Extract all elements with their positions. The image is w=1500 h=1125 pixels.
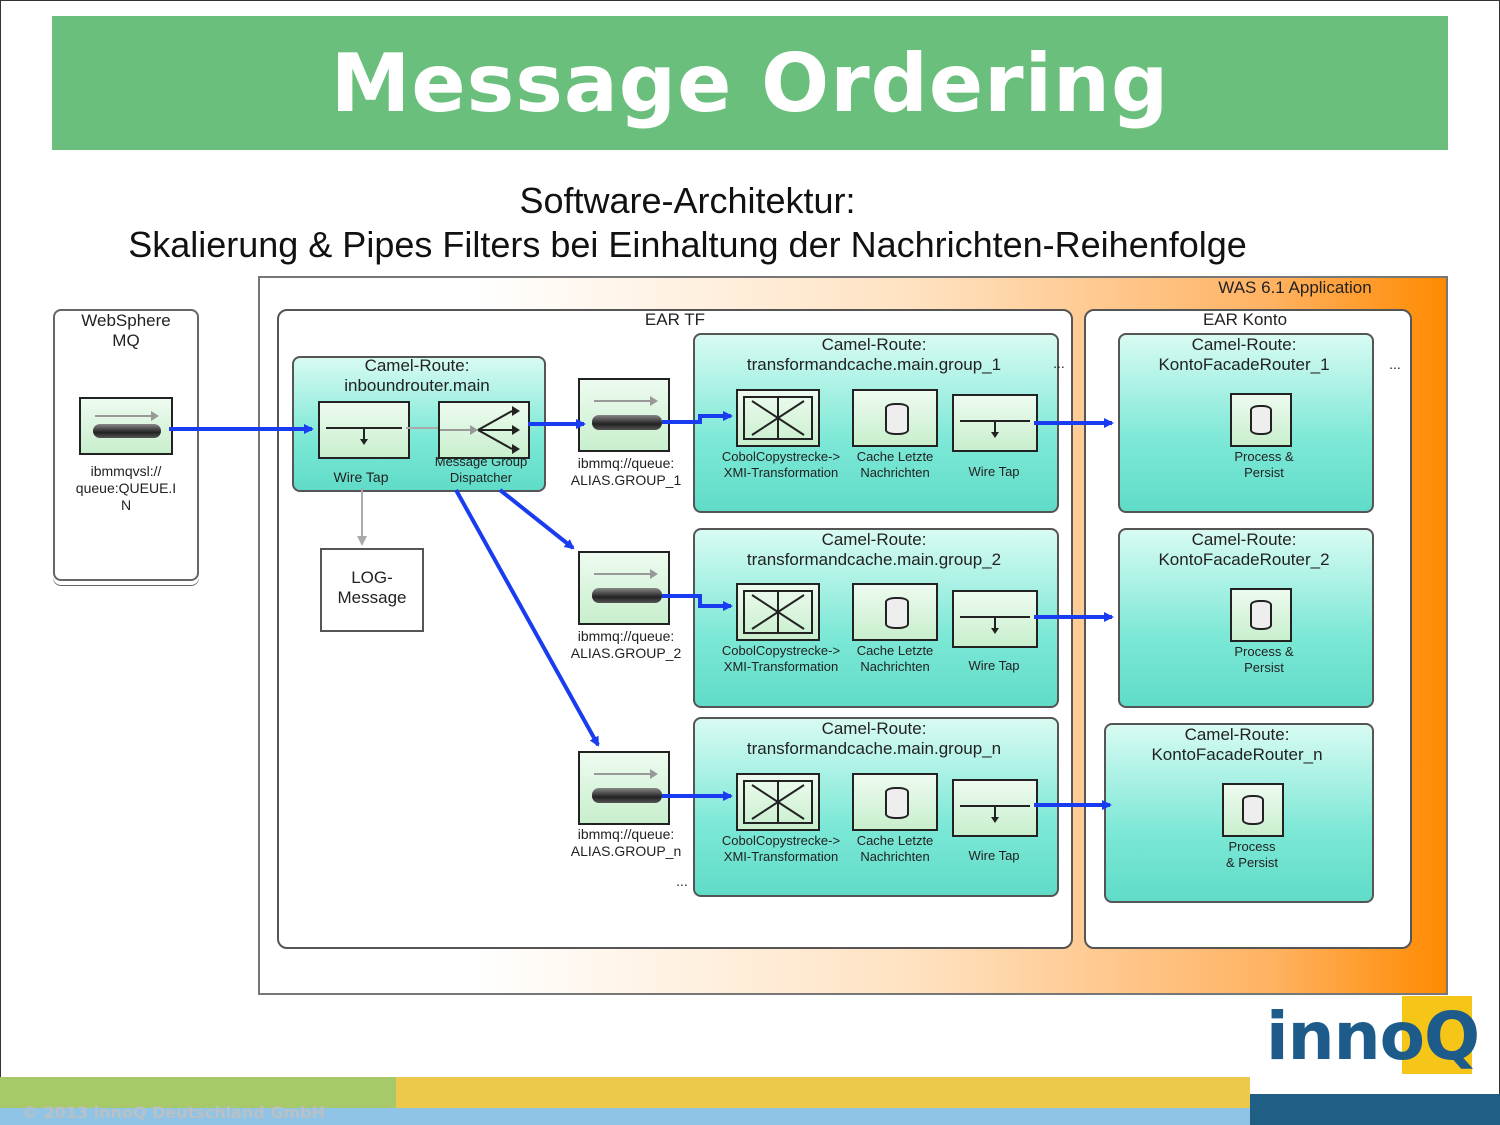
queue-ellipsis: ... xyxy=(676,873,688,889)
konto-router-2-title: Camel-Route: KontoFacadeRouter_2 xyxy=(1158,530,1330,570)
ear-konto-label: EAR Konto xyxy=(1202,310,1288,329)
title-bar: Message Ordering xyxy=(52,16,1448,150)
cache-database-icon xyxy=(852,773,938,831)
wire-tap-icon xyxy=(952,590,1038,648)
websphere-title-line-2: MQ xyxy=(112,331,140,351)
transform-icon xyxy=(736,773,820,831)
persist-database-icon xyxy=(1230,588,1292,642)
slide-title: Message Ordering xyxy=(330,36,1170,130)
wire-tap-icon xyxy=(318,401,410,459)
cache-label: Cache Letzte Nachrichten xyxy=(856,449,934,480)
persist-database-icon xyxy=(1230,393,1292,447)
tf-route-group-1-title: Camel-Route: transformandcache.main.grou… xyxy=(746,335,1002,375)
queue-group-n-label: ibmmq://queue: ALIAS.GROUP_n xyxy=(570,826,682,859)
transform-icon xyxy=(736,389,820,447)
queue-icon xyxy=(79,397,173,455)
inbound-router-title: Camel-Route: inboundrouter.main xyxy=(344,356,490,396)
konto-ellipsis: ... xyxy=(1389,356,1401,372)
logo-yellow-square xyxy=(1402,996,1472,1074)
footer-bar-yellow xyxy=(396,1077,1250,1108)
footer-bar-dark-blue xyxy=(1250,1094,1500,1125)
queue-group-2-icon xyxy=(578,551,670,625)
cache-label: Cache Letzte Nachrichten xyxy=(856,833,934,864)
transform-label: CobolCopystrecke-> XMI-Transformation xyxy=(721,643,841,674)
websphere-title-line-1: WebSphere xyxy=(81,311,171,330)
tf-wiretap-label: Wire Tap xyxy=(968,464,1020,479)
queue-group-1-label: ibmmq://queue: ALIAS.GROUP_1 xyxy=(570,455,682,488)
subtitle-line-2: Skalierung & Pipes Filters bei Einhaltun… xyxy=(128,224,1247,265)
tf-wiretap-label: Wire Tap xyxy=(968,848,1020,863)
log-message-box xyxy=(320,548,424,632)
transform-label: CobolCopystrecke-> XMI-Transformation xyxy=(721,833,841,864)
subtitle-line-1: Software-Architektur: xyxy=(519,180,856,221)
cache-label: Cache Letzte Nachrichten xyxy=(856,643,934,674)
websphere-queue-label: ibmmqvsl:// queue:QUEUE.I N xyxy=(75,463,177,513)
queue-group-n-icon xyxy=(578,751,670,825)
konto-router-1-title: Camel-Route: KontoFacadeRouter_1 xyxy=(1158,335,1330,375)
ear-tf-label: EAR TF xyxy=(644,310,706,329)
tf-route-group-2-title: Camel-Route: transformandcache.main.grou… xyxy=(746,530,1002,570)
log-message-label: LOG- Message xyxy=(337,568,407,608)
footer-bar-green xyxy=(0,1077,396,1108)
tf-route-group-n-title: Camel-Route: transformandcache.main.grou… xyxy=(746,719,1002,759)
inbound-wiretap-label: Wire Tap xyxy=(333,469,389,485)
transform-icon xyxy=(736,583,820,641)
tf-route-1-ellipsis: ... xyxy=(1053,355,1065,371)
queue-group-1-icon xyxy=(578,378,670,452)
konto-persist-1-label: Process & Persist xyxy=(1234,449,1294,480)
tf-wiretap-label: Wire Tap xyxy=(968,658,1020,673)
was-label: WAS 6.1 Application xyxy=(1218,278,1372,297)
konto-persist-n-label: Process & Persist xyxy=(1225,839,1278,870)
innoq-logo: innoQ xyxy=(1262,996,1482,1076)
websphere-title: WebSphere MQ xyxy=(53,311,199,352)
transform-label: CobolCopystrecke-> XMI-Transformation xyxy=(721,449,841,480)
dispatcher-label: Message Group Dispatcher xyxy=(434,454,528,485)
queue-group-2-label: ibmmq://queue: ALIAS.GROUP_2 xyxy=(570,628,682,661)
logo-text: innoQ xyxy=(1266,998,1480,1075)
wire-tap-icon xyxy=(952,394,1038,452)
dispatcher-symbol xyxy=(440,406,520,454)
cache-database-icon xyxy=(852,389,938,447)
message-group-dispatcher-icon xyxy=(438,401,530,459)
persist-database-icon xyxy=(1222,783,1284,837)
cache-database-icon xyxy=(852,583,938,641)
konto-persist-2-label: Process & Persist xyxy=(1234,644,1294,675)
footer-bar-light-blue xyxy=(0,1108,1250,1125)
wire-tap-icon xyxy=(952,779,1038,837)
footer-copyright: © 2013 innoQ Deutschland GmbH xyxy=(22,1103,326,1122)
konto-router-n-title: Camel-Route: KontoFacadeRouter_n xyxy=(1151,725,1323,765)
